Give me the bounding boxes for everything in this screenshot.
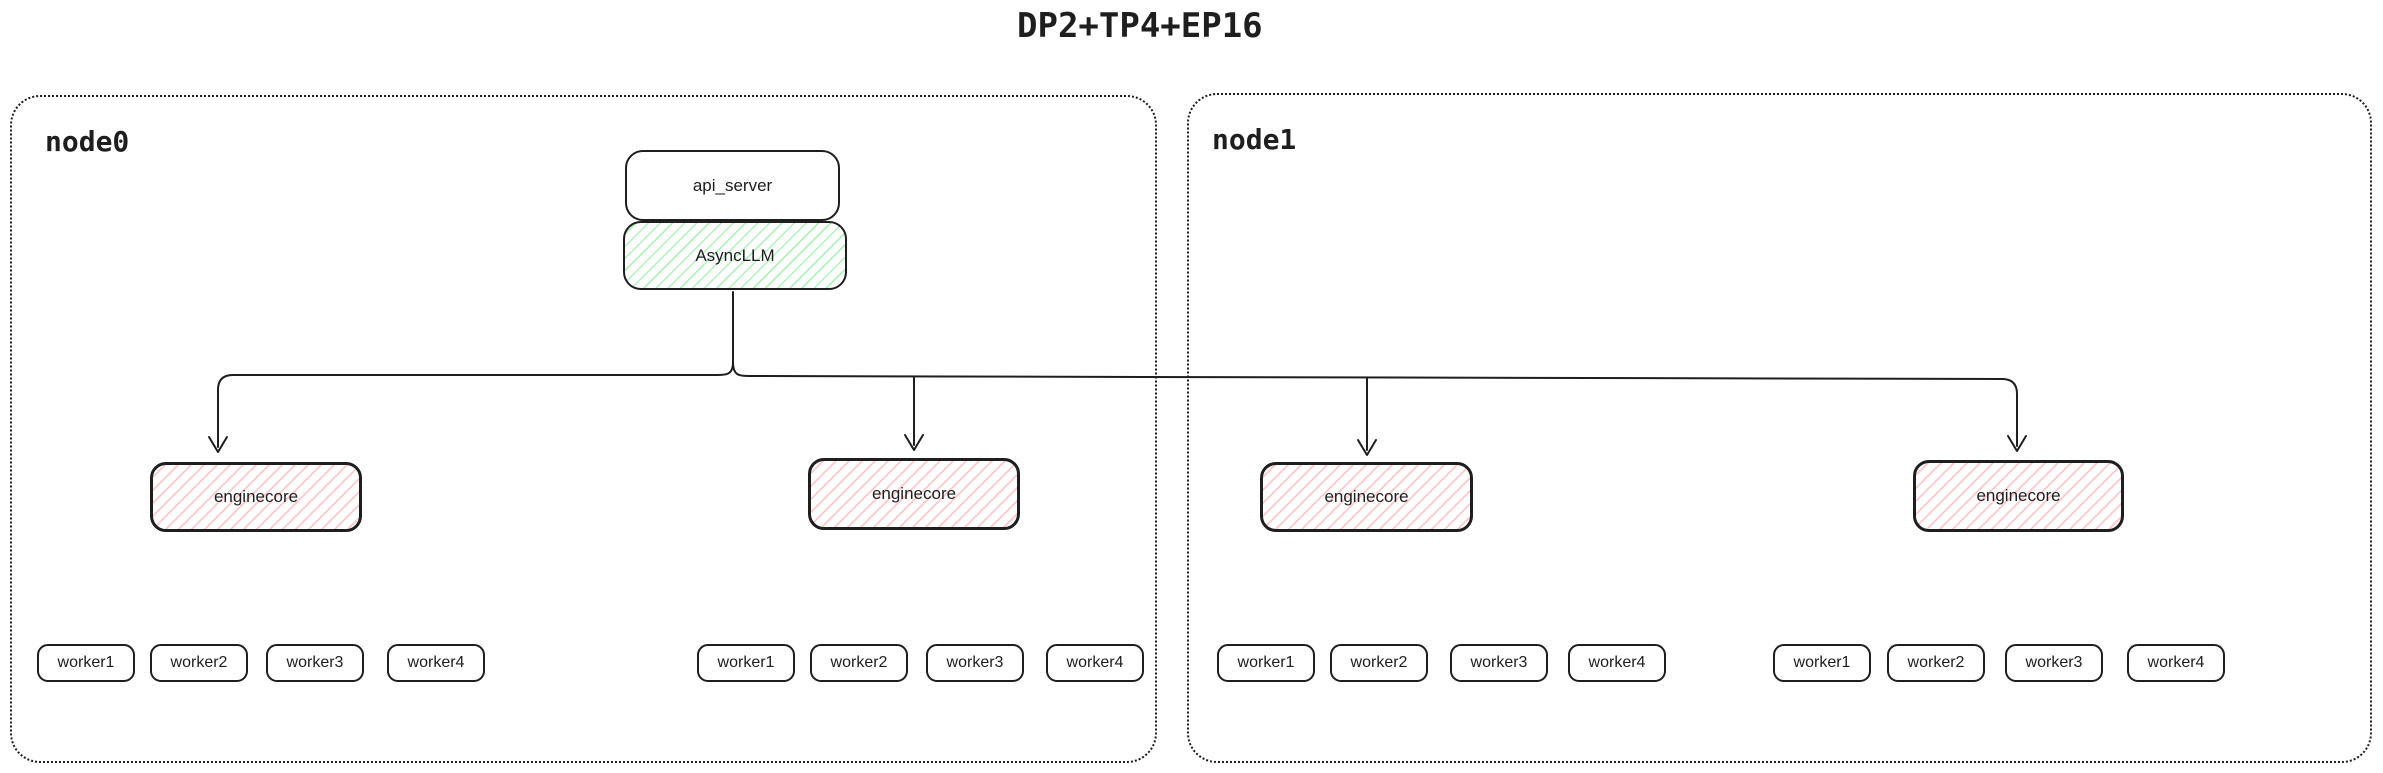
worker-box: worker1 <box>1217 644 1315 682</box>
node1-label: node1 <box>1212 123 1297 156</box>
worker-box: worker1 <box>37 644 135 682</box>
worker-box: worker3 <box>1450 644 1548 682</box>
worker-box: worker2 <box>1887 644 1985 682</box>
api-server-label: api_server <box>692 175 773 195</box>
worker-box: worker4 <box>387 644 485 682</box>
worker-box: worker1 <box>697 644 795 682</box>
api-server-box: api_server <box>625 150 840 221</box>
worker-box: worker2 <box>810 644 908 682</box>
enginecore-box-node1-1: enginecore <box>1260 462 1473 532</box>
worker-box: worker3 <box>2005 644 2103 682</box>
enginecore-box-node1-2: enginecore <box>1913 460 2124 532</box>
worker-box: worker1 <box>1773 644 1871 682</box>
worker-box: worker3 <box>926 644 1024 682</box>
node0-label: node0 <box>45 125 130 158</box>
enginecore-label: enginecore <box>213 487 299 506</box>
worker-box: worker2 <box>150 644 248 682</box>
diagram-title: DP2+TP4+EP16 <box>1017 6 1263 46</box>
enginecore-box-node0-1: enginecore <box>150 462 362 532</box>
enginecore-label: enginecore <box>1324 487 1409 506</box>
enginecore-label: enginecore <box>871 484 957 503</box>
worker-box: worker2 <box>1330 644 1428 682</box>
enginecore-label: enginecore <box>1976 486 2061 505</box>
worker-box: worker4 <box>2127 644 2225 682</box>
worker-box: worker4 <box>1046 644 1144 682</box>
async-llm-box: AsyncLLM <box>623 221 847 290</box>
async-llm-label: AsyncLLM <box>695 245 775 265</box>
worker-box: worker3 <box>266 644 364 682</box>
enginecore-box-node0-2: enginecore <box>808 458 1020 530</box>
worker-box: worker4 <box>1568 644 1666 682</box>
